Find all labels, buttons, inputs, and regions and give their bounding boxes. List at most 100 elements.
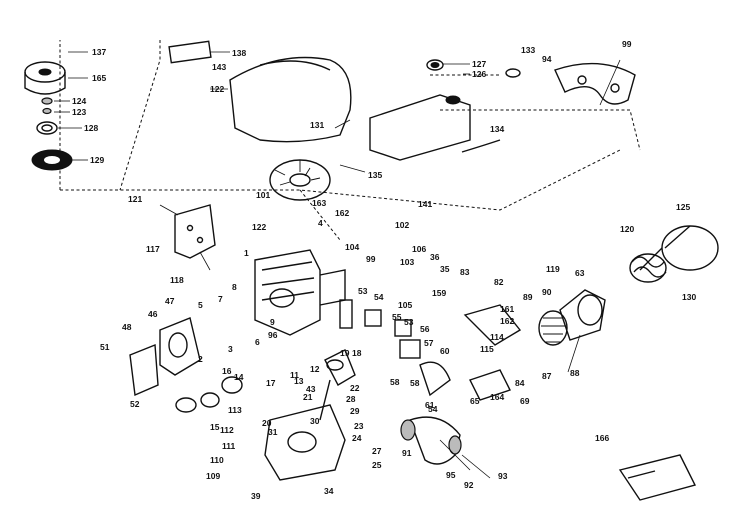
part-number-label: 165 [92,73,106,83]
part-number-label: 109 [206,471,220,481]
part-number-label: 6 [255,337,260,347]
muffler [629,225,719,283]
part-number-label: 21 [303,392,313,402]
part-number-label: 131 [310,120,324,130]
part-number-label: 65 [470,396,480,406]
part-number-label: 47 [165,296,175,306]
part-number-label: 9 [270,317,275,327]
part-number-label: 126 [472,69,486,79]
part-number-label: 143 [212,62,226,72]
part-number-label: 19 [340,348,350,358]
part-number-label: 127 [472,59,486,69]
part-number-label: 123 [72,107,86,117]
part-number-label: 5 [198,300,203,310]
part-number-label: 138 [232,48,246,58]
part-number-label: 23 [354,421,364,431]
part-number-label: 52 [130,399,140,409]
part-number-label: 103 [400,257,414,267]
part-number-label: 3 [228,344,233,354]
part-number-label: 93 [498,471,508,481]
engine-block [254,249,346,336]
part-number-label: 91 [402,448,412,458]
part-number-label: 89 [523,292,533,302]
part-number-label: 164 [490,392,504,402]
part-number-label: 48 [122,322,132,332]
part-number-label: 112 [220,425,234,435]
part-number-label: 130 [682,292,696,302]
part-number-label: 99 [366,254,376,264]
part-number-label: 115 [480,344,494,354]
part-number-label: 102 [395,220,409,230]
control-bracket [174,204,216,259]
part-number-label: 31 [268,427,278,437]
part-callouts: 1371651241231281291381431221271261339994… [72,39,696,501]
part-number-label: 133 [521,45,535,55]
part-number-label: 15 [210,422,220,432]
crankshaft [319,349,356,421]
part-number-label: 20 [262,418,272,428]
part-number-label: 53 [358,286,368,296]
starter-washer [41,97,53,115]
starter-spring [36,121,58,135]
part-number-label: 88 [570,368,580,378]
starter-pulley [24,61,66,95]
part-number-label: 58 [390,377,400,387]
part-number-label: 27 [372,446,382,456]
part-number-label: 30 [310,416,320,426]
gasket-rings [175,376,243,413]
part-number-label: 29 [350,406,360,416]
part-number-label: 46 [148,309,158,319]
governor-linkage [463,304,522,401]
part-number-label: 111 [222,441,236,451]
crankcase-base [264,404,346,481]
part-number-label: 87 [542,371,552,381]
part-number-label: 141 [418,199,432,209]
part-number-label: 129 [90,155,104,165]
part-number-label: 84 [515,378,525,388]
part-number-label: 161 [500,304,514,314]
part-number-label: 125 [676,202,690,212]
flywheel [269,159,331,201]
part-number-label: 120 [620,224,634,234]
part-number-label: 56 [420,324,430,334]
part-number-label: 13 [294,376,304,386]
muffler-shield [559,289,606,341]
part-number-label: 36 [430,252,440,262]
part-number-label: 55 [392,312,402,322]
part-number-label: 4 [318,218,323,228]
part-number-label: 54 [374,292,384,302]
part-number-label: 39 [251,491,261,501]
part-number-label: 43 [306,384,316,394]
part-number-label: 8 [232,282,237,292]
part-number-label: 159 [432,288,446,298]
part-number-label: 106 [412,244,426,254]
part-number-label: 2 [198,354,203,364]
part-number-label: 110 [210,455,224,465]
part-number-label: 18 [352,348,362,358]
part-number-label: 12 [310,364,320,374]
part-number-label: 7 [218,294,223,304]
part-number-label: 162 [335,208,349,218]
part-number-label: 11 [290,370,299,380]
part-number-label: 117 [146,244,160,254]
part-number-label: 101 [256,190,270,200]
part-number-label: 53 [404,317,414,327]
part-number-label: 114 [490,332,504,342]
part-number-label: 99 [622,39,632,49]
part-number-label: 124 [72,96,86,106]
fuel-tank-guide-line [430,74,641,151]
part-number-label: 94 [542,54,552,64]
part-number-label: 1 [244,248,249,258]
part-number-label: 25 [372,460,382,470]
part-number-label: 28 [346,394,356,404]
part-number-label: 128 [84,123,98,133]
part-number-label: 122 [210,84,224,94]
part-number-label: 135 [368,170,382,180]
part-number-label: 83 [460,267,470,277]
part-number-label: 63 [575,268,585,278]
part-number-label: 82 [494,277,504,287]
part-number-label: 58 [410,378,420,388]
part-number-label: 121 [128,194,142,204]
fuel-tank [369,59,521,161]
